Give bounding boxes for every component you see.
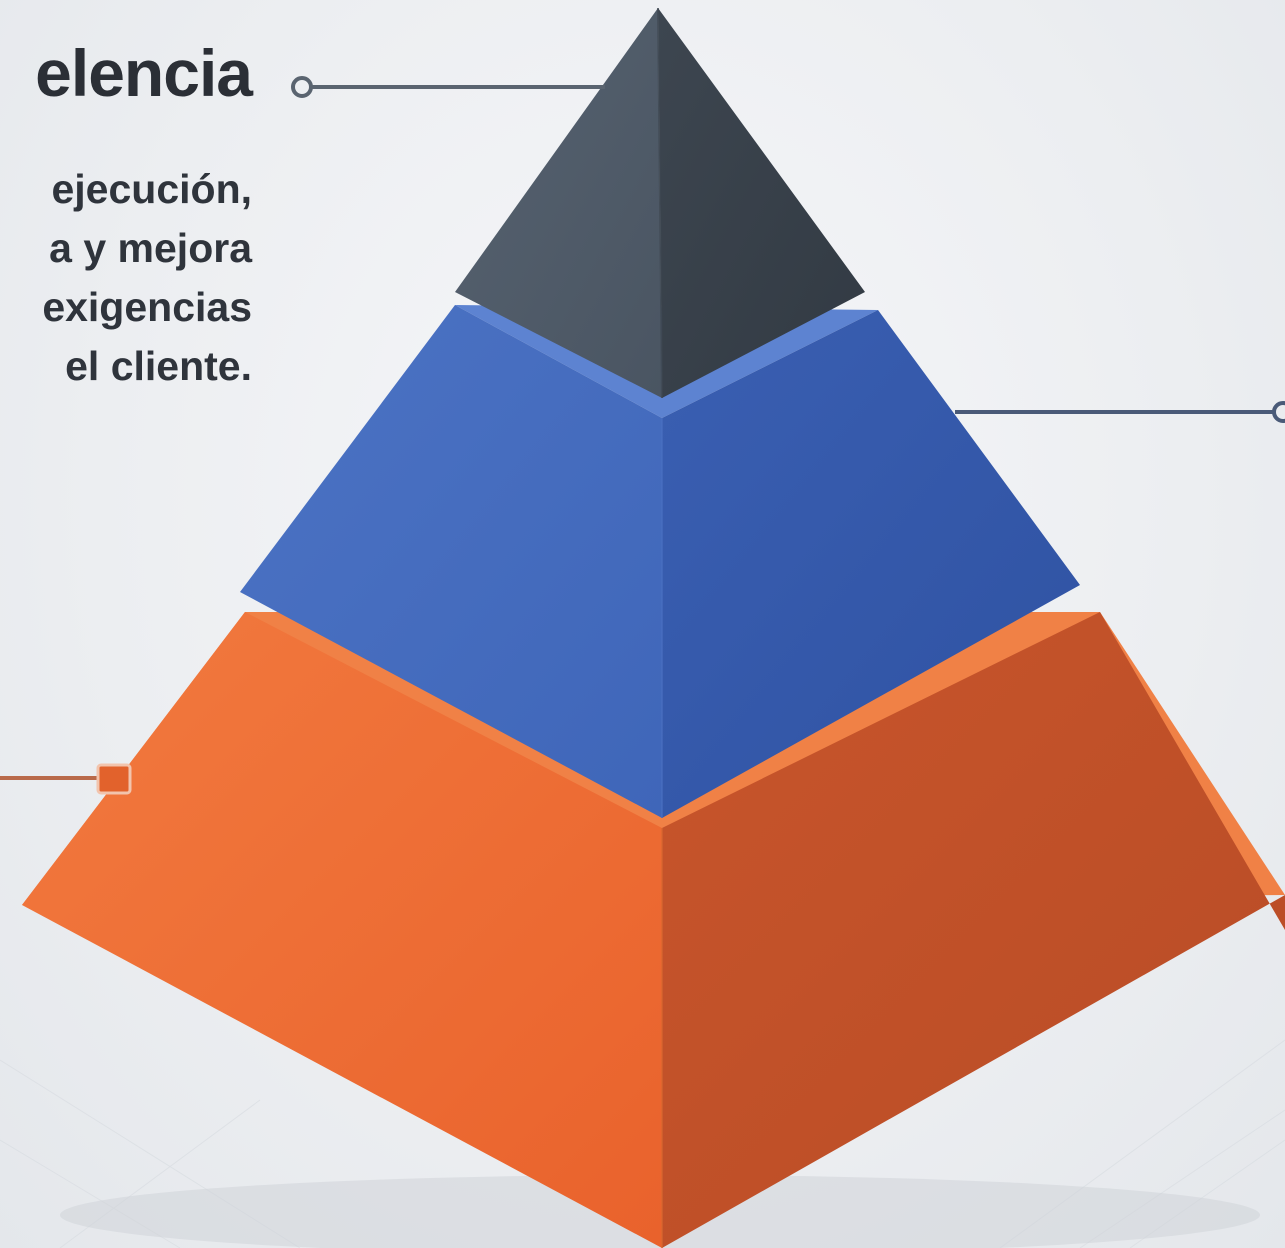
bottom-tier-left-face — [22, 612, 662, 1248]
connector-node-icon — [1272, 401, 1285, 423]
connector-node-icon — [96, 763, 132, 795]
description-line: exigencias — [42, 284, 252, 330]
bottom-tier-right-face — [662, 612, 1285, 1248]
description-line: el cliente. — [65, 343, 252, 389]
top-tier-description: ejecución, a y mejora exigencias el clie… — [0, 160, 252, 396]
middle-tier-left-face — [240, 305, 662, 818]
connector-node-icon — [291, 76, 313, 98]
top-tier — [455, 7, 865, 399]
bottom-tier-connector — [0, 763, 132, 795]
top-tier-left-face — [455, 8, 662, 398]
description-line: ejecución, — [51, 166, 252, 212]
middle-tier-right-face — [662, 310, 1080, 818]
middle-tier-connector — [955, 401, 1285, 423]
top-tier-right-face — [658, 8, 865, 398]
description-line: a y mejora — [49, 225, 252, 271]
top-tier-connector — [291, 76, 605, 98]
top-tier-title: elencia — [35, 36, 253, 110]
